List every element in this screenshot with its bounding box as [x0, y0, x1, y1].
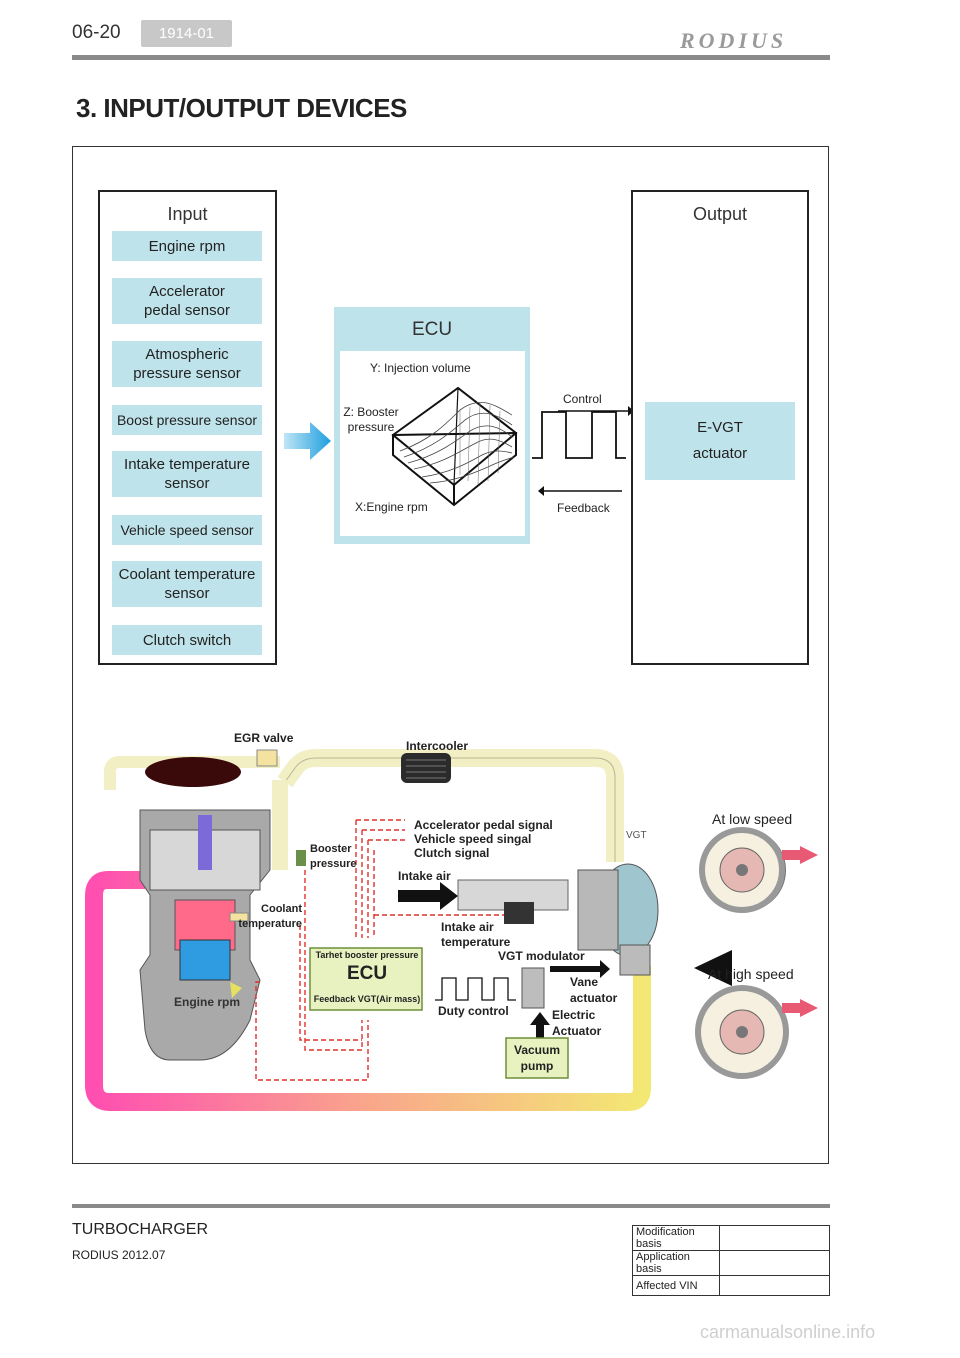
electric-actuator-label: Electric Actuator: [552, 1008, 602, 1038]
input-item: Intake temperature sensor: [112, 451, 262, 497]
input-panel-title: Input: [167, 204, 208, 224]
brand-logo: RODIUS: [680, 28, 788, 53]
flow-arrow-icon: [284, 422, 331, 460]
low-speed-label: At low speed: [712, 811, 793, 827]
high-speed-label: At high speed: [708, 966, 794, 982]
vacuum-pump-label: Vacuum pump: [513, 1043, 561, 1073]
table-cell-value: [719, 1225, 830, 1251]
x-axis-label: X:Engine rpm: [355, 500, 428, 514]
input-item: Engine rpm: [112, 231, 262, 261]
table-row: Modification basis: [632, 1225, 830, 1251]
watermark: carmanualsonline.info: [700, 1322, 876, 1342]
control-label: Control: [563, 392, 602, 406]
vehicle-speed-signal-label: Vehicle speed singal: [414, 832, 532, 846]
output-panel-title: Output: [692, 204, 748, 224]
header-rule: [72, 55, 830, 60]
clutch-signal-label: Clutch signal: [414, 846, 490, 860]
table-cell-label: Affected VIN: [632, 1275, 720, 1296]
control-signal-icon: [532, 406, 634, 496]
vgt-modulator-label: VGT modulator: [498, 949, 585, 963]
input-item: Vehicle speed sensor: [112, 515, 262, 545]
ecu-3d-map-icon: [391, 386, 518, 507]
turbine-low-speed-icon: [699, 827, 818, 913]
section-title: 3. INPUT/OUTPUT DEVICES: [76, 93, 407, 123]
y-axis-label: Y: Injection volume: [370, 361, 471, 375]
diagram-frame: [72, 146, 829, 1164]
table-cell-label: Modification basis: [632, 1225, 720, 1251]
ecu-feedback-label: Feedback VGT(Air mass): [313, 994, 421, 1004]
output-device-line2: actuator: [692, 445, 748, 462]
footer-subtitle: RODIUS 2012.07: [72, 1248, 166, 1262]
intake-air-temperature-label: Intake air temperature: [441, 920, 511, 949]
evgt-actuator-box: E-VGT actuator: [645, 402, 795, 480]
ecu-main-label: ECU: [346, 963, 388, 984]
coolant-temperature-label: Coolant temperature: [238, 903, 302, 930]
turbine-high-speed-icon: [695, 985, 818, 1079]
footer-title: TURBOCHARGER: [72, 1221, 209, 1238]
intercooler-label: Intercooler: [406, 739, 469, 753]
input-item: Boost pressure sensor: [112, 405, 262, 435]
footer-rule: [72, 1204, 830, 1208]
output-device-line1: E-VGT: [697, 419, 743, 436]
intake-air-label: Intake air: [398, 869, 451, 883]
turbo-schematic: [85, 749, 818, 1111]
accel-signal-label: Accelerator pedal signal: [414, 818, 553, 832]
vgt-label: VGT: [626, 830, 647, 841]
z-axis-label: Z: Booster pressure: [343, 405, 399, 434]
table-cell-label: Application basis: [632, 1250, 720, 1276]
table-cell-value: [719, 1275, 830, 1296]
engine-rpm-label: Engine rpm: [174, 995, 241, 1009]
ecu-map-area: [340, 351, 525, 536]
vane-actuator-label: Vane actuator: [570, 975, 618, 1005]
page-number: 06-20: [72, 22, 121, 43]
input-item: Atmospheric pressure sensor: [112, 341, 262, 387]
ecu-target-label: Tarhet booster pressure: [315, 950, 419, 960]
table-row: Affected VIN: [632, 1275, 830, 1296]
egr-valve-label: EGR valve: [234, 731, 294, 745]
table-row: Application basis: [632, 1250, 830, 1276]
ecu-panel-title: ECU: [411, 319, 453, 340]
duty-control-label: Duty control: [438, 1004, 509, 1018]
document-code-badge: 1914-01: [141, 20, 232, 47]
input-item: Clutch switch: [112, 625, 262, 655]
booster-pressure-label: Booster pressure: [310, 843, 357, 870]
modification-table: Modification basis Application basis Aff…: [632, 1225, 830, 1296]
feedback-label: Feedback: [557, 501, 610, 515]
input-item: Coolant temperature sensor: [112, 561, 262, 607]
input-item: Accelerator pedal sensor: [112, 278, 262, 324]
table-cell-value: [719, 1250, 830, 1276]
